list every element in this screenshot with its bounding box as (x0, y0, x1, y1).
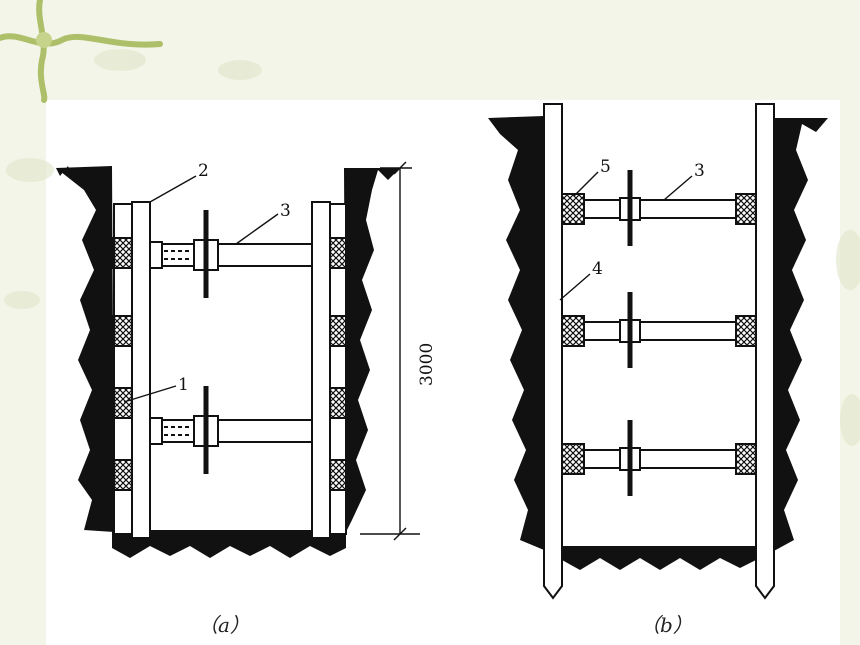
leader-5 (573, 171, 599, 197)
diagram-a (56, 161, 420, 558)
right-board (311, 201, 331, 539)
dimension-label: 3000 (417, 343, 437, 386)
leader-1 (123, 385, 177, 403)
strut-b-1 (561, 170, 757, 246)
left-board (131, 201, 151, 539)
label-3-b: 3 (694, 161, 705, 181)
left-pile (543, 103, 563, 600)
vine-decoration-icon (0, 0, 163, 103)
caption-b: （b） (640, 613, 693, 637)
strut-lower (149, 386, 313, 474)
soil-mass-left (56, 166, 114, 532)
excavation-bottom-b (562, 546, 756, 570)
wedges-left (111, 237, 133, 491)
caption-a: （a） (198, 613, 250, 637)
strut-upper (149, 210, 313, 298)
strut-b-3 (561, 420, 757, 496)
leaf-pattern-icon (4, 49, 860, 446)
leader-3a (235, 213, 279, 245)
leader-4 (559, 273, 591, 301)
label-3-a: 3 (280, 201, 291, 221)
leader-3b (663, 175, 693, 201)
right-lagging (329, 203, 347, 535)
soil-mass-left-b (488, 116, 544, 550)
label-4: 4 (592, 259, 603, 279)
leader-2 (149, 175, 197, 203)
right-pile (755, 103, 775, 600)
left-lagging (113, 203, 133, 535)
label-2: 2 (198, 161, 209, 181)
wedges-right (329, 237, 349, 491)
excavation-bottom (112, 530, 346, 558)
label-5: 5 (600, 157, 611, 177)
label-1: 1 (178, 375, 189, 395)
soil-mass-right (344, 168, 400, 532)
soil-mass-right-b (772, 118, 828, 552)
diagram-b (488, 103, 828, 600)
strut-b-2 (561, 292, 757, 368)
dimension-line (360, 161, 420, 541)
